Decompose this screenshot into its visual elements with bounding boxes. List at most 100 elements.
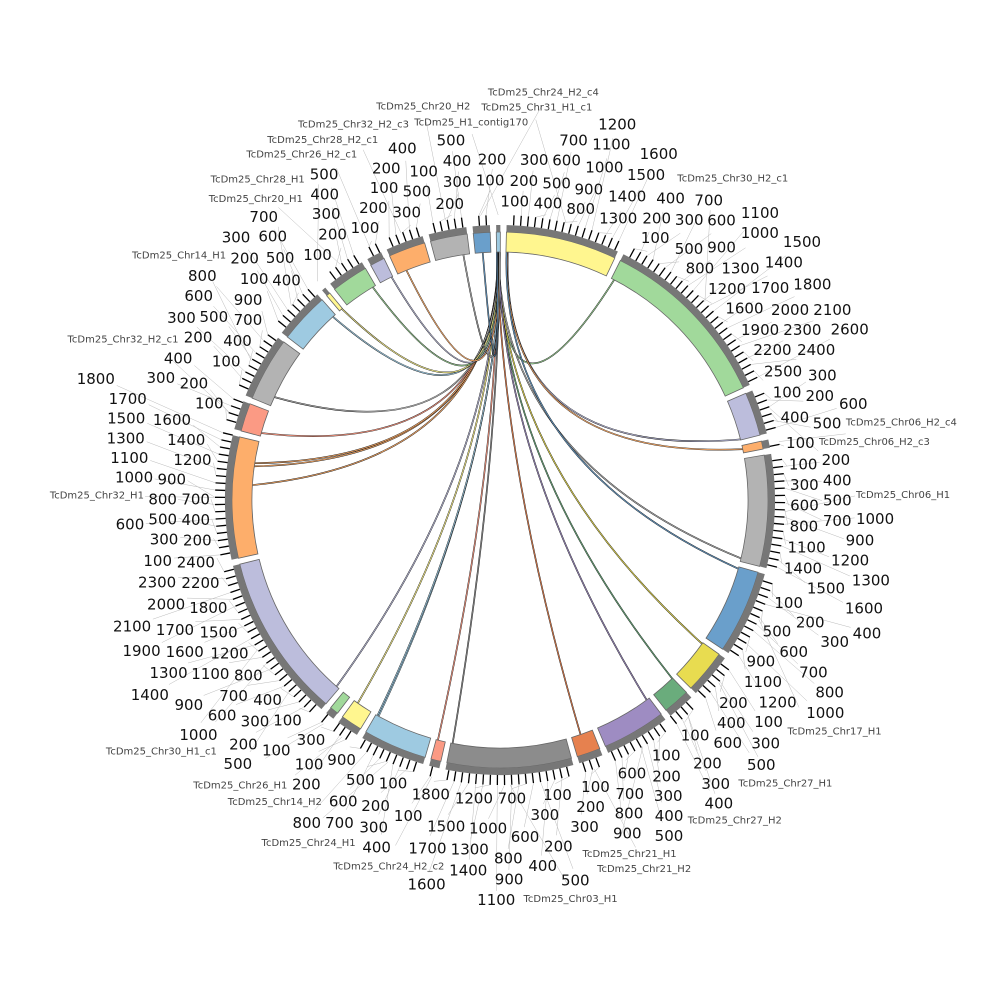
label-leader-line	[470, 784, 484, 839]
label-leader-line	[349, 746, 361, 749]
tick-label: 1000	[469, 820, 507, 838]
segment-block	[741, 440, 764, 454]
label-leader-line	[727, 296, 795, 329]
tick-mark	[774, 480, 785, 483]
label-leader-line	[294, 736, 343, 776]
tick-label: 400	[362, 838, 391, 856]
tick-mark	[517, 774, 520, 785]
segment-block	[676, 642, 720, 689]
tick-mark	[761, 413, 772, 418]
tick-mark	[217, 460, 228, 464]
tick-label: 400	[528, 857, 557, 875]
tick-mark	[552, 769, 556, 780]
segment-block	[370, 257, 394, 284]
label-leader-line	[775, 408, 837, 428]
label-leader-line	[759, 617, 779, 645]
label-leader-line	[187, 480, 216, 498]
tick-label: 100	[212, 353, 241, 371]
segment-block	[365, 714, 432, 758]
tick-mark	[216, 524, 227, 527]
tick-label: 200	[435, 195, 464, 213]
label-leader-line	[200, 649, 258, 723]
tick-label: 2000	[771, 301, 809, 319]
tick-mark	[225, 575, 236, 580]
tick-mark	[561, 222, 565, 233]
label-leader-line	[556, 778, 563, 836]
tick-mark	[526, 216, 530, 227]
tick-mark	[755, 600, 766, 605]
segment-block	[571, 729, 601, 758]
segment-block	[705, 566, 759, 650]
label-leader-line	[331, 187, 355, 256]
link	[496, 252, 582, 735]
tick-mark	[744, 370, 755, 376]
tick-label: 500	[675, 240, 704, 258]
tick-mark	[720, 663, 730, 671]
tick-mark	[768, 557, 779, 561]
label-leader-line	[345, 755, 374, 810]
tick-mark	[741, 363, 752, 370]
tick-label: 700	[498, 789, 527, 807]
tick-label: 600	[713, 734, 742, 752]
tick-label: 800	[790, 517, 819, 535]
segment-axis-band	[281, 294, 323, 337]
label-leader-line	[753, 630, 815, 684]
tick-mark	[446, 219, 450, 230]
tick-label: 100	[303, 246, 332, 264]
link-outline	[497, 251, 742, 560]
tick-mark	[664, 271, 672, 281]
segment-label: TcDm25_Chr32_H1	[49, 491, 144, 502]
tick-label: 300	[297, 731, 326, 749]
tick-mark	[259, 346, 269, 353]
tick-label: 1000	[115, 469, 153, 487]
label-leader-line	[769, 590, 795, 617]
label-leader-line	[168, 638, 252, 685]
label-leader-line	[542, 194, 555, 219]
label-leader-line	[429, 781, 455, 836]
link	[274, 251, 500, 413]
label-leader-line	[375, 221, 380, 244]
tick-label: 100	[240, 270, 269, 288]
tick-mark	[388, 237, 394, 247]
tick-label: 1300	[599, 210, 637, 228]
tick-mark	[402, 231, 407, 242]
tick-mark	[635, 251, 642, 262]
tick-label: 500	[148, 510, 177, 528]
tick-label: 500	[763, 623, 792, 641]
tick-mark	[274, 668, 284, 676]
tick-label: 100	[351, 219, 380, 237]
tick-label: 300	[701, 775, 730, 793]
tick-label: 100	[652, 747, 681, 765]
tick-label: 1700	[751, 279, 789, 297]
label-leader-line	[658, 736, 660, 763]
label-leader-line	[586, 769, 593, 795]
label-leader-line	[779, 552, 783, 564]
tick-mark	[345, 730, 352, 740]
tick-mark	[653, 727, 661, 737]
label-leader-line	[411, 776, 431, 804]
segment-block	[389, 242, 431, 275]
tick-label: 500	[310, 165, 339, 183]
label-leader-line	[145, 496, 216, 498]
segment-label: TcDm25_H1_contig170	[413, 118, 528, 129]
tick-label: 100	[476, 172, 505, 190]
segment-label: TcDm25_Chr21_H2	[596, 864, 691, 875]
tick-mark	[653, 263, 660, 273]
label-leader-line	[756, 624, 799, 665]
tick-mark	[395, 234, 401, 245]
tick-mark	[757, 399, 768, 405]
tick-mark	[524, 773, 527, 784]
label-leader-line	[747, 340, 784, 359]
label-leader-line	[496, 784, 498, 891]
tick-mark	[696, 300, 705, 309]
label-leader-line	[784, 509, 789, 526]
tick-mark	[702, 684, 711, 693]
tick-mark	[215, 482, 226, 485]
label-leader-line	[549, 172, 565, 220]
segment-label: TcDm25_Chr28_H2_c1	[266, 135, 378, 146]
tick-label: 200	[652, 767, 681, 785]
tick-label: 900	[846, 532, 875, 550]
label-leader-line	[277, 226, 292, 306]
